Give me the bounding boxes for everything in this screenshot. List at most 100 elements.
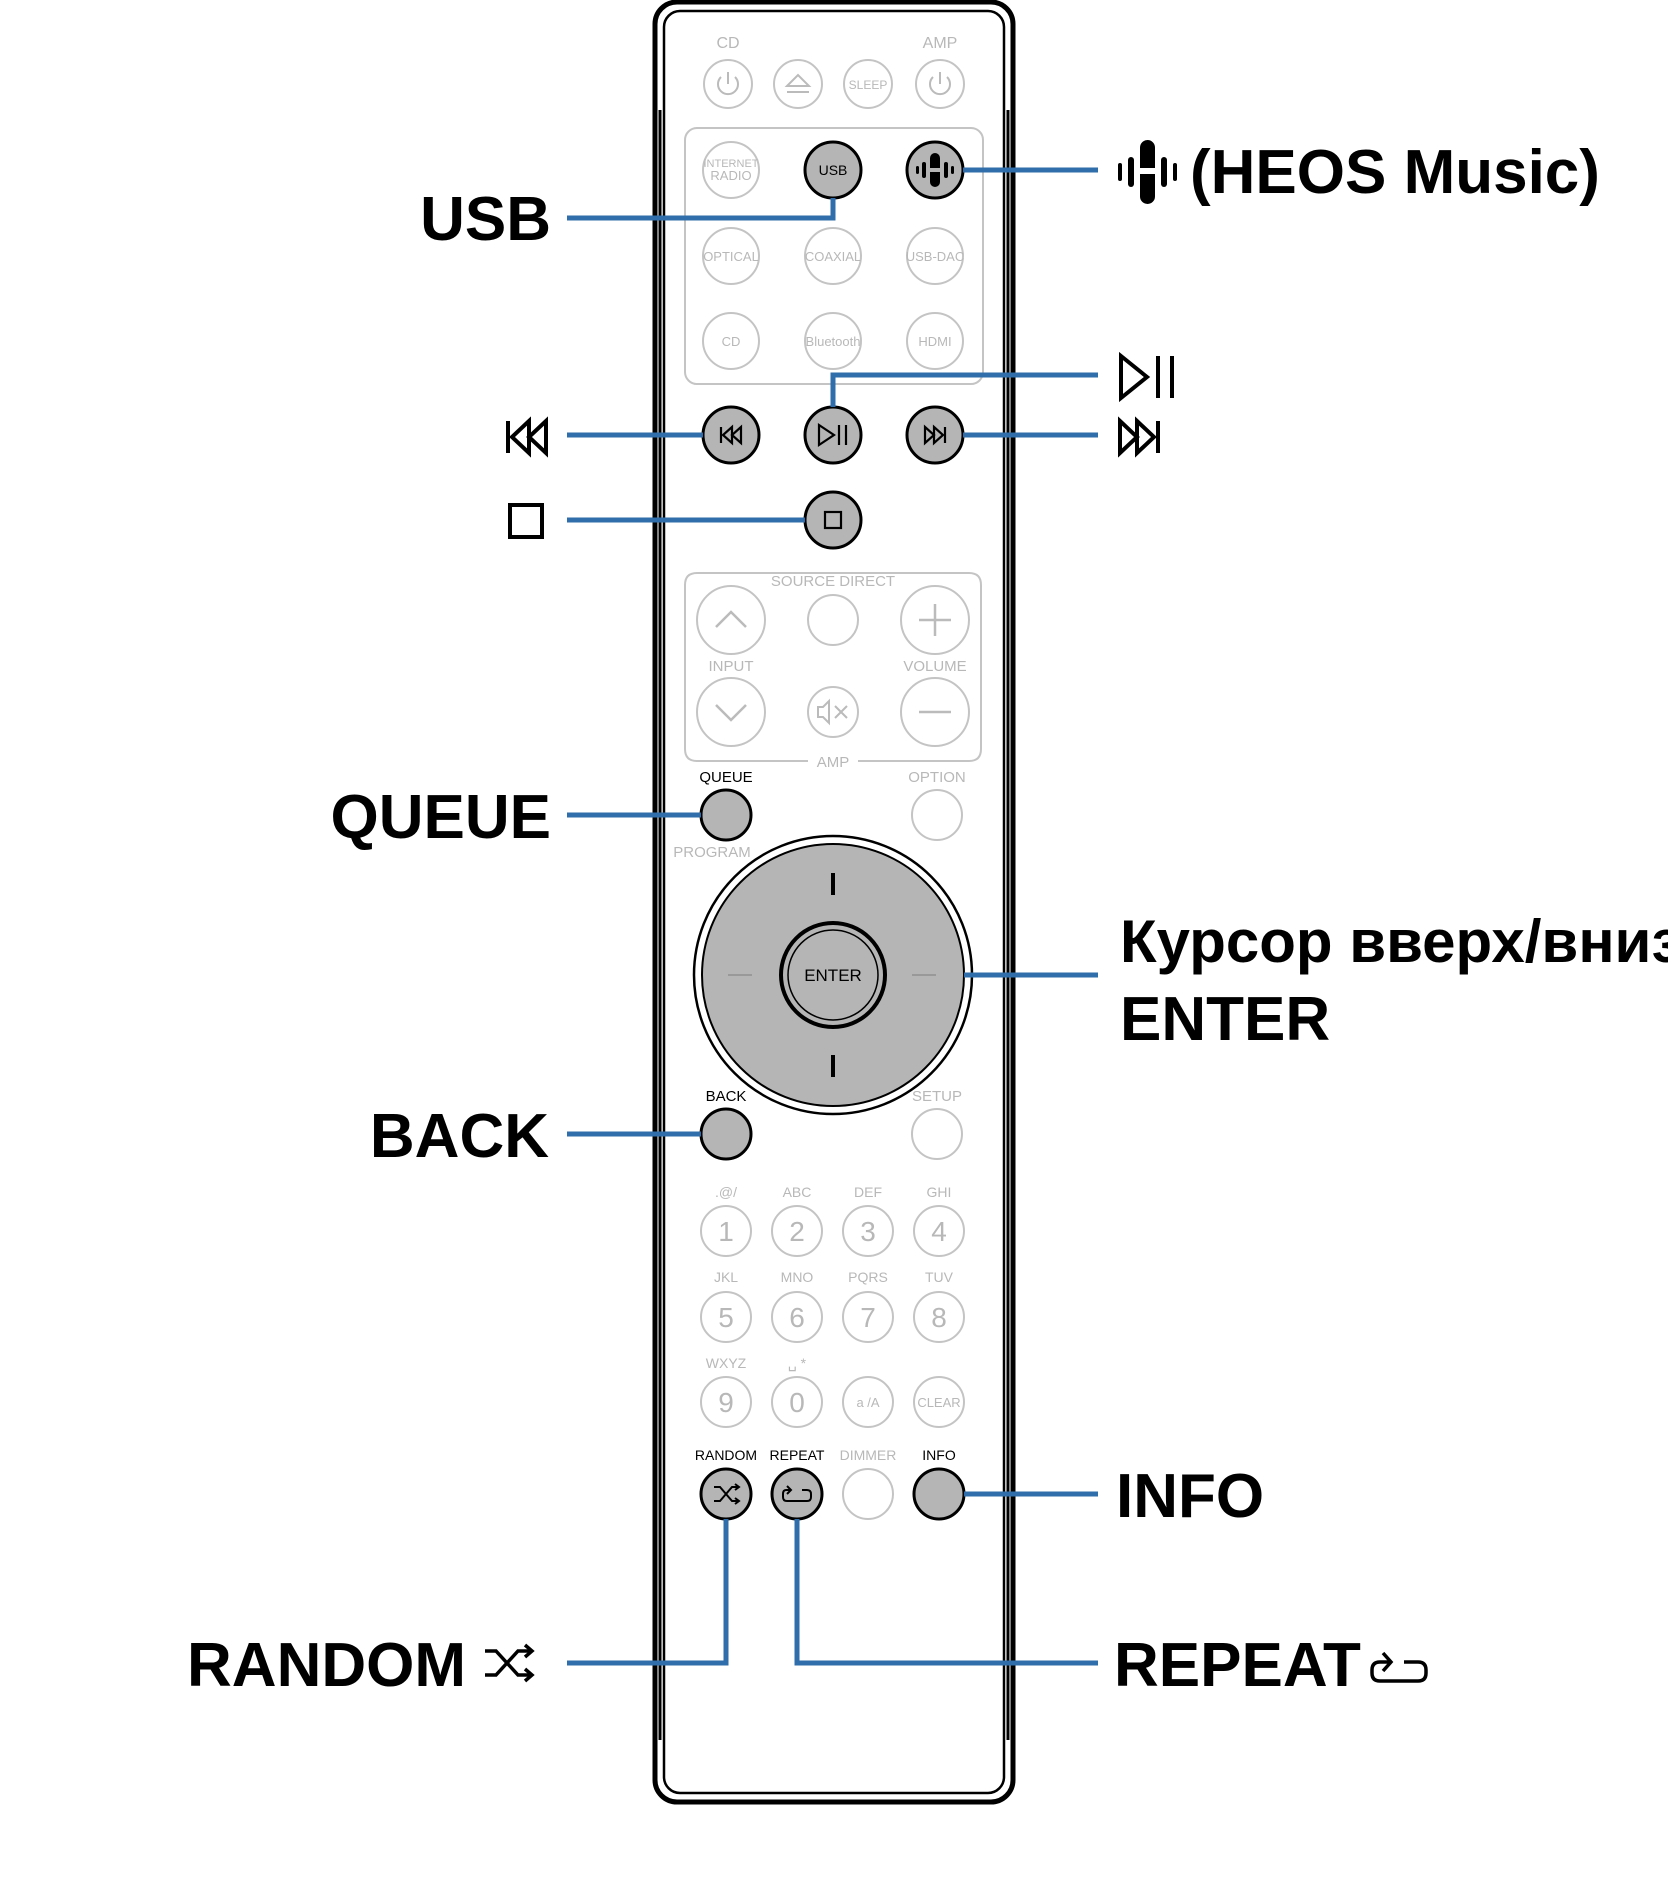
queue-button[interactable] <box>699 788 753 842</box>
queue-callout: QUEUE <box>331 783 551 852</box>
keypad-button[interactable] <box>913 1205 965 1257</box>
keypad-digit: 0 <box>789 1387 805 1418</box>
eject-icon <box>784 73 812 93</box>
back-remote-label: BACK <box>706 1088 747 1105</box>
heos-music-button[interactable] <box>905 140 965 200</box>
keypad-key-1[interactable]: .@/1 <box>700 1184 752 1257</box>
play-pause-leader <box>830 372 1098 407</box>
keypad-button[interactable] <box>700 1376 752 1428</box>
keypad-key-3[interactable]: DEF 3 <box>842 1184 894 1257</box>
mute-icon <box>817 698 848 726</box>
keypad-button[interactable] <box>700 1291 752 1343</box>
keypad-button[interactable] <box>842 1376 894 1428</box>
heos-icon <box>916 153 954 187</box>
dimmer-button[interactable] <box>842 1468 894 1520</box>
transport-row <box>701 405 965 550</box>
input-label: INPUT <box>709 658 754 675</box>
usb-dac-button[interactable]: USB-DAC <box>906 227 965 285</box>
coaxial-button[interactable]: COAXIAL <box>804 227 862 285</box>
info-button[interactable] <box>912 1467 966 1521</box>
volume-down-button[interactable] <box>900 677 970 747</box>
keypad-letters: DEF <box>854 1184 882 1200</box>
keypad-key-11[interactable]: a /A <box>842 1376 894 1428</box>
skip-back-button[interactable] <box>701 405 761 465</box>
program-label: PROGRAM <box>673 844 751 861</box>
input-up-button[interactable] <box>696 585 766 655</box>
repeat-button[interactable] <box>770 1467 824 1521</box>
repeat-icon <box>1370 1651 1428 1683</box>
usb-button-label: USB <box>819 162 848 178</box>
optical-button[interactable]: OPTICAL <box>702 227 760 285</box>
bluetooth-button[interactable]: Bluetooth <box>804 312 862 370</box>
repeat-remote-label: REPEAT <box>770 1447 825 1463</box>
dimmer-label: DIMMER <box>840 1447 897 1463</box>
keypad-digit: 1 <box>718 1216 734 1247</box>
internet-radio-label-2: RADIO <box>710 168 751 183</box>
keypad-digit: a /A <box>856 1395 879 1410</box>
option-button[interactable] <box>911 789 963 841</box>
cd-power-button[interactable] <box>703 59 753 109</box>
keypad-digit: 8 <box>931 1302 947 1333</box>
keypad-key-12[interactable]: CLEAR <box>913 1376 965 1428</box>
keypad-button[interactable] <box>771 1291 823 1343</box>
hdmi-button[interactable]: HDMI <box>906 312 964 370</box>
optical-label: OPTICAL <box>703 249 759 264</box>
random-callout: RANDOM <box>187 1631 466 1700</box>
keypad-button[interactable] <box>700 1205 752 1257</box>
setup-button[interactable] <box>911 1108 963 1160</box>
keypad-button[interactable] <box>842 1291 894 1343</box>
cursor-up-button[interactable] <box>831 873 835 895</box>
input-down-button[interactable] <box>696 677 766 747</box>
random-button[interactable] <box>699 1467 753 1521</box>
stop-icon <box>823 510 843 530</box>
top-row: CD AMP SLEEP <box>703 35 965 109</box>
usb-leader <box>567 198 836 221</box>
info-remote-label: INFO <box>922 1447 956 1463</box>
cursor-wheel: ENTER <box>692 834 974 1116</box>
volume-up-button[interactable] <box>900 585 970 655</box>
keypad-digit: 3 <box>860 1216 876 1247</box>
keypad-button[interactable] <box>771 1205 823 1257</box>
keypad-button[interactable] <box>771 1376 823 1428</box>
keypad-button[interactable] <box>913 1376 965 1428</box>
cd-button[interactable]: CD <box>702 312 760 370</box>
back-button[interactable] <box>699 1107 753 1161</box>
chevron-down-icon <box>715 704 747 722</box>
random-leader <box>567 1519 729 1666</box>
keypad-button[interactable] <box>913 1291 965 1343</box>
usb-button[interactable]: USB <box>803 140 863 200</box>
amp-power-label: AMP <box>923 35 958 52</box>
repeat-leader <box>794 1519 1098 1666</box>
keypad-key-10[interactable]: ␣ *0 <box>771 1355 823 1428</box>
plus-icon <box>919 604 951 636</box>
cursor-down-button[interactable] <box>831 1055 835 1077</box>
internet-radio-button[interactable]: INTERNET RADIO <box>702 141 760 199</box>
keypad-letters: MNO <box>781 1269 814 1285</box>
mute-button[interactable] <box>807 686 859 738</box>
info-callout: INFO <box>1116 1462 1264 1531</box>
skip-back-icon <box>719 424 743 446</box>
amp-power-button[interactable] <box>915 59 965 109</box>
sleep-button[interactable]: SLEEP <box>843 59 893 109</box>
keypad-digit: CLEAR <box>917 1395 960 1410</box>
sleep-label: SLEEP <box>849 78 888 92</box>
enter-button[interactable]: ENTER <box>779 921 887 1029</box>
amp-label: AMP <box>817 754 850 771</box>
stop-button[interactable] <box>803 490 863 550</box>
heos-callout: (HEOS Music) <box>1190 138 1600 207</box>
skip-forward-button[interactable] <box>905 405 965 465</box>
skip-forward-icon <box>1118 416 1160 458</box>
eject-button[interactable] <box>773 59 823 109</box>
play-pause-button[interactable] <box>803 405 863 465</box>
queue-remote-label: QUEUE <box>699 769 752 786</box>
keypad-button[interactable] <box>842 1205 894 1257</box>
source-direct-button[interactable] <box>807 594 859 646</box>
